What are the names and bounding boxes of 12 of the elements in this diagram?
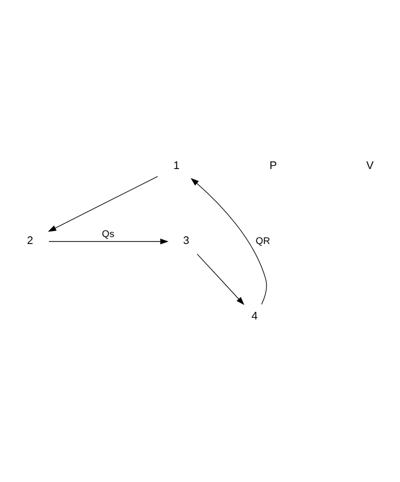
node-text: 3 <box>183 234 190 247</box>
node-text: 1 <box>173 159 180 172</box>
edge-label: QR <box>256 236 270 247</box>
arrow <box>48 176 158 232</box>
arrow <box>48 238 169 244</box>
node-text: 4 <box>252 310 258 322</box>
label: P <box>270 159 277 172</box>
arrow <box>190 177 267 304</box>
label: V <box>366 159 374 172</box>
node-text: 2 <box>26 234 34 247</box>
arrow <box>196 253 244 305</box>
edge-label: Qs <box>102 228 114 240</box>
